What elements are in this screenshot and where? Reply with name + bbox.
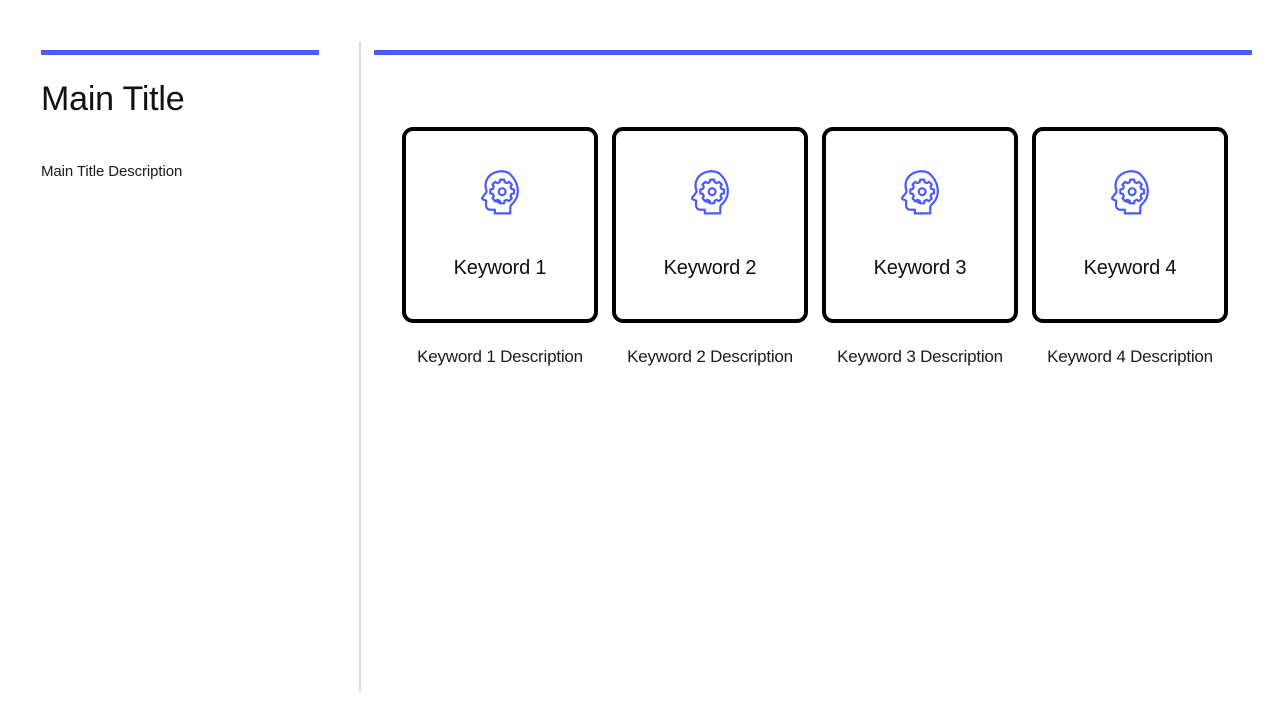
keyword-card-column: Keyword 4 Keyword 4 Description (1032, 127, 1228, 367)
left-panel: Main Title Main Title Description (41, 50, 321, 180)
keyword-card-description: Keyword 4 Description (1047, 347, 1213, 366)
vertical-divider (359, 42, 361, 692)
right-panel (374, 50, 1252, 55)
keyword-card-label: Keyword 3 (873, 257, 967, 279)
head-gear-icon (1110, 170, 1149, 215)
keyword-card[interactable]: Keyword 2 (612, 127, 808, 323)
accent-bar-left (41, 50, 319, 55)
accent-bar-right (374, 50, 1252, 55)
keyword-card-column: Keyword 3 Keyword 3 Description (822, 127, 1018, 367)
keyword-card-label: Keyword 4 (1083, 257, 1177, 279)
keyword-card-description: Keyword 2 Description (627, 347, 793, 366)
keyword-card[interactable]: Keyword 3 (822, 127, 1018, 323)
keyword-card-description: Keyword 3 Description (837, 347, 1003, 366)
keyword-card-column: Keyword 2 Keyword 2 Description (612, 127, 808, 367)
keyword-card-column: Keyword 1 Keyword 1 Description (402, 127, 598, 367)
page-description: Main Title Description (41, 163, 183, 181)
head-gear-icon (480, 170, 519, 215)
keyword-card-description: Keyword 1 Description (417, 347, 583, 366)
head-gear-icon (900, 170, 939, 215)
keyword-card[interactable]: Keyword 1 (402, 127, 598, 323)
page-title: Main Title (41, 80, 185, 118)
keyword-card-row: Keyword 1 Keyword 1 Description Keyword … (402, 127, 1228, 367)
keyword-card[interactable]: Keyword 4 (1032, 127, 1228, 323)
head-gear-icon (690, 170, 729, 215)
keyword-card-label: Keyword 1 (453, 257, 547, 279)
keyword-card-label: Keyword 2 (663, 257, 757, 279)
